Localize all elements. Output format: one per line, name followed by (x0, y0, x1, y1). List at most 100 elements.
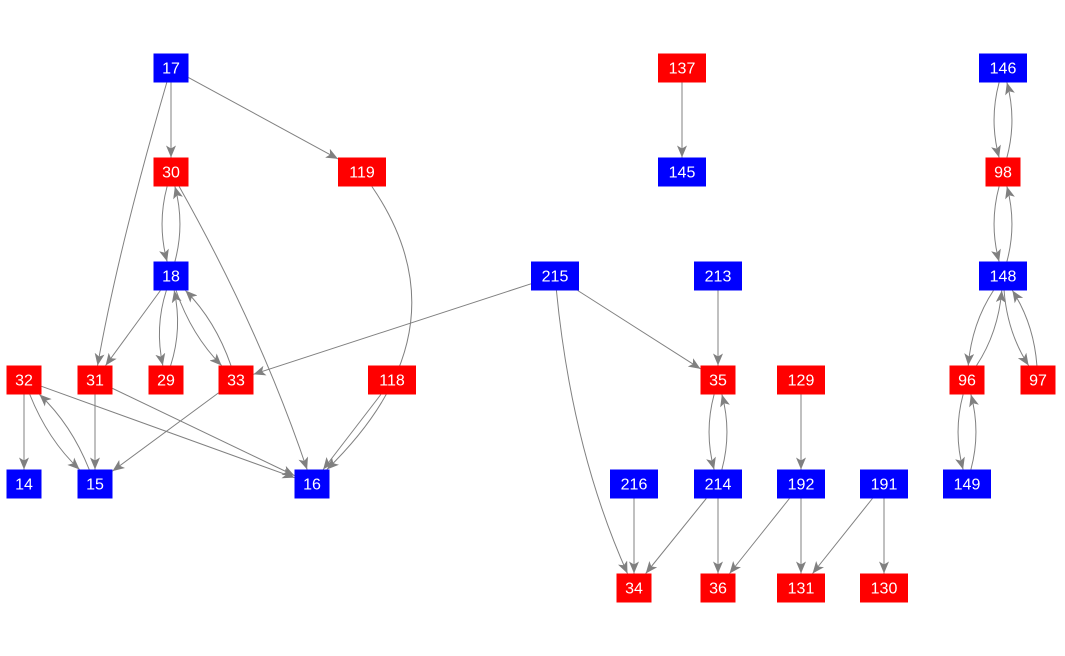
node-137[interactable]: 137 (658, 53, 706, 83)
node-32[interactable]: 32 (6, 365, 42, 395)
node-129[interactable]: 129 (777, 365, 825, 395)
node-149[interactable]: 149 (943, 469, 991, 499)
node-15[interactable]: 15 (77, 469, 113, 499)
node-box (777, 469, 825, 499)
node-box (616, 573, 652, 603)
node-box (979, 261, 1027, 291)
edge-192-to-36 (729, 498, 790, 574)
node-box (148, 365, 184, 395)
node-label: 214 (705, 477, 732, 494)
node-label: 17 (162, 61, 180, 78)
node-box (77, 469, 113, 499)
node-146[interactable]: 146 (979, 53, 1027, 83)
node-box (610, 469, 658, 499)
node-box (979, 53, 1027, 83)
node-191[interactable]: 191 (860, 469, 908, 499)
node-35[interactable]: 35 (700, 365, 736, 395)
node-label: 31 (86, 373, 104, 390)
node-label: 191 (871, 477, 898, 494)
node-label: 32 (15, 373, 33, 390)
node-label: 119 (349, 165, 375, 182)
node-box (218, 365, 254, 395)
node-18[interactable]: 18 (153, 261, 189, 291)
node-label: 15 (86, 477, 104, 494)
node-box (1020, 365, 1056, 395)
node-box (700, 573, 736, 603)
node-97[interactable]: 97 (1020, 365, 1056, 395)
node-216[interactable]: 216 (610, 469, 658, 499)
node-box (531, 261, 579, 291)
node-98[interactable]: 98 (985, 157, 1021, 187)
edge-96-to-149 (955, 394, 965, 470)
node-36[interactable]: 36 (700, 573, 736, 603)
node-box (153, 53, 189, 83)
node-label: 149 (954, 477, 981, 494)
node-118[interactable]: 118 (368, 365, 416, 395)
node-box (700, 365, 736, 395)
node-31[interactable]: 31 (77, 365, 113, 395)
edge-215-to-34 (555, 290, 628, 574)
node-213[interactable]: 213 (694, 261, 742, 291)
node-label: 146 (990, 61, 1017, 78)
node-label: 35 (709, 373, 727, 390)
edge-148-to-97 (1003, 290, 1030, 366)
node-box (153, 261, 189, 291)
node-label: 216 (621, 477, 648, 494)
node-34[interactable]: 34 (616, 573, 652, 603)
edge-148-to-98 (1005, 186, 1015, 262)
node-label: 129 (788, 373, 815, 390)
node-17[interactable]: 17 (153, 53, 189, 83)
node-16[interactable]: 16 (294, 469, 330, 499)
node-145[interactable]: 145 (658, 157, 706, 187)
node-130[interactable]: 130 (860, 573, 908, 603)
edge-17-to-119 (188, 77, 339, 160)
edge-96-to-148 (976, 290, 1006, 366)
edge-191-to-131 (812, 498, 873, 574)
node-192[interactable]: 192 (777, 469, 825, 499)
node-label: 192 (788, 477, 815, 494)
edge-18-to-30 (173, 186, 183, 262)
node-box (338, 157, 386, 187)
node-214[interactable]: 214 (694, 469, 742, 499)
edge-215-to-33 (253, 283, 532, 376)
node-14[interactable]: 14 (6, 469, 42, 499)
node-215[interactable]: 215 (531, 261, 579, 291)
edge-30-to-18 (159, 186, 169, 262)
node-label: 33 (227, 373, 245, 390)
node-box (949, 365, 985, 395)
node-box (658, 157, 706, 187)
edge-214-to-35 (720, 394, 730, 470)
edge-118-to-16 (322, 394, 382, 470)
edge-35-to-214 (706, 394, 716, 470)
node-30[interactable]: 30 (153, 157, 189, 187)
edge-17-to-31 (94, 82, 168, 366)
node-148[interactable]: 148 (979, 261, 1027, 291)
node-box (985, 157, 1021, 187)
node-131[interactable]: 131 (777, 573, 825, 603)
edge-98-to-146 (1005, 82, 1015, 158)
edge-146-to-98 (991, 82, 1001, 158)
node-label: 96 (958, 373, 976, 390)
node-label: 34 (625, 581, 643, 598)
edge-33-to-15 (112, 392, 219, 472)
node-label: 97 (1029, 373, 1047, 390)
node-label: 215 (542, 269, 569, 286)
node-label: 130 (871, 581, 898, 598)
node-label: 145 (669, 165, 696, 182)
node-label: 118 (379, 373, 405, 390)
node-96[interactable]: 96 (949, 365, 985, 395)
node-33[interactable]: 33 (218, 365, 254, 395)
edge-149-to-96 (969, 394, 979, 470)
edge-30-to-16 (178, 186, 309, 470)
node-119[interactable]: 119 (338, 157, 386, 187)
node-label: 148 (990, 269, 1017, 286)
node-label: 98 (994, 165, 1012, 182)
node-box (6, 365, 42, 395)
node-29[interactable]: 29 (148, 365, 184, 395)
node-box (6, 469, 42, 499)
node-box (860, 469, 908, 499)
edge-15-to-32 (39, 394, 90, 470)
edge-18-to-33 (175, 290, 222, 366)
edges (19, 77, 1038, 574)
edge-32-to-16 (41, 385, 295, 479)
